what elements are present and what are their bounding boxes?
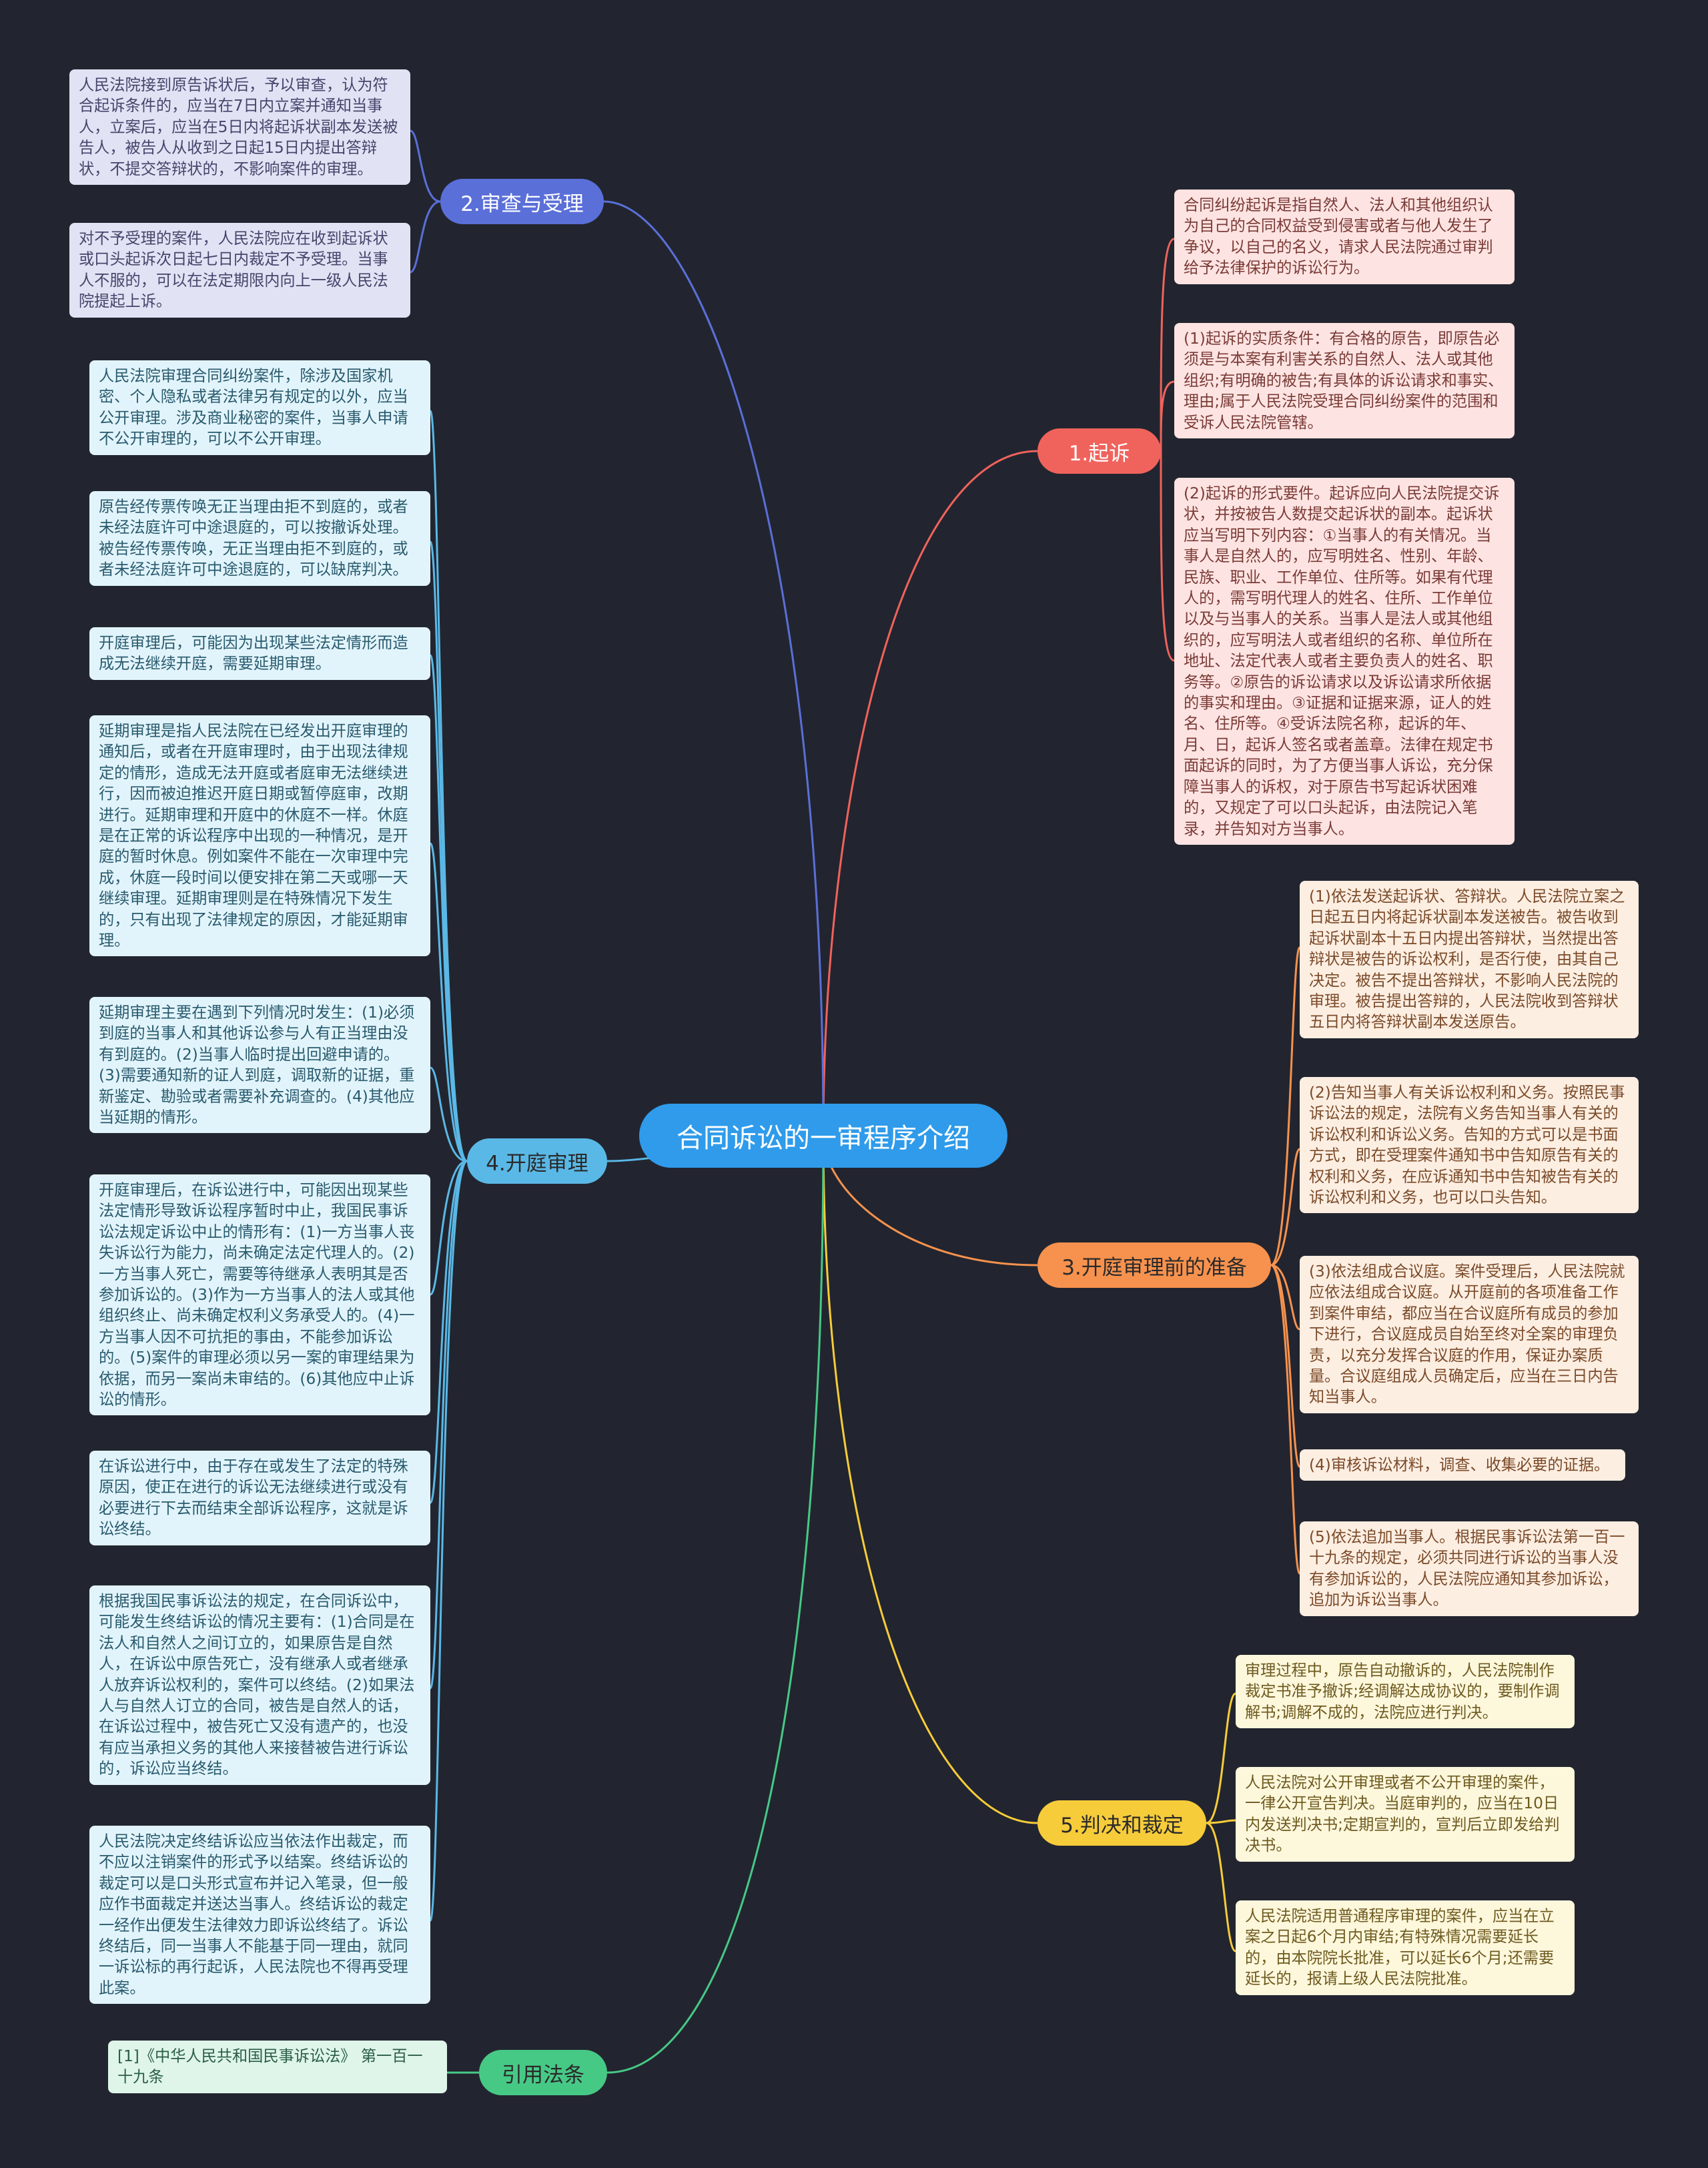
hearing-absence-note[interactable]: 原告经传票传唤无正当理由拒不到庭的，或者未经法庭许可中途退庭的，可以按撤诉处理。… bbox=[89, 491, 430, 586]
hearing-termination-cases-note[interactable]: 根据我国民事诉讼法的规定，在合同诉讼中，可能发生终结诉讼的情况主要有：(1)合同… bbox=[89, 1585, 430, 1785]
review-acceptance-note[interactable]: 人民法院接到原告诉状后，予以审查，认为符合起诉条件的，应当在7日内立案并通知当事… bbox=[69, 69, 410, 186]
hearing-suspension-note[interactable]: 开庭审理后，在诉讼进行中，可能因出现某些法定情形导致诉讼程序暂时中止，我国民事诉… bbox=[89, 1174, 430, 1416]
root-topic[interactable]: 合同诉讼的一审程序介绍 bbox=[639, 1104, 1007, 1168]
branch-cite[interactable]: 引用法条 bbox=[479, 2050, 607, 2095]
review-rejection-note[interactable]: 对不予受理的案件，人民法院应在收到起诉状或口头起诉次日起七日内裁定不予受理。当事… bbox=[69, 223, 410, 318]
hearing-delay-intro-note[interactable]: 开庭审理后，可能因为出现某些法定情形而造成无法继续开庭，需要延期审理。 bbox=[89, 627, 430, 680]
cite-law-note[interactable]: [1]《中华人民共和国民事诉讼法》 第一百一十九条 bbox=[108, 2041, 447, 2093]
verdict-time-limit-note[interactable]: 人民法院适用普通程序审理的案件，应当在立案之日起6个月内审结;有特殊情况需要延长… bbox=[1236, 1900, 1575, 1995]
prep-collegial-panel-note[interactable]: (3)依法组成合议庭。案件受理后，人民法院就应依法组成合议庭。从开庭前的各项准备… bbox=[1300, 1256, 1639, 1413]
verdict-withdrawal-note[interactable]: 审理过程中，原告自动撤诉的，人民法院制作裁定书准予撤诉;经调解达成协议的，要制作… bbox=[1236, 1655, 1575, 1729]
branch-hearing[interactable]: 4.开庭审理 bbox=[467, 1138, 607, 1184]
prep-send-documents-note[interactable]: (1)依法发送起诉状、答辩状。人民法院立案之日起五日内将起诉状副本发送被告。被告… bbox=[1300, 881, 1639, 1038]
prep-inform-rights-note[interactable]: (2)告知当事人有关诉讼权利和义务。按照民事诉讼法的规定，法院有义务告知当事人有… bbox=[1300, 1077, 1639, 1214]
branch-review[interactable]: 2.审查与受理 bbox=[440, 179, 604, 224]
hearing-public-trial-note[interactable]: 人民法院审理合同纠纷案件，除涉及国家机密、个人隐私或者法律另有规定的以外，应当公… bbox=[89, 360, 430, 455]
branch-verdict[interactable]: 5.判决和裁定 bbox=[1037, 1800, 1206, 1846]
filing-definition-note[interactable]: 合同纠纷起诉是指自然人、法人和其他组织认为自己的合同权益受到侵害或者与他人发生了… bbox=[1174, 190, 1515, 284]
filing-substantive-conditions-note[interactable]: (1)起诉的实质条件：有合格的原告，即原告必须是与本案有利害关系的自然人、法人或… bbox=[1174, 323, 1515, 439]
prep-add-parties-note[interactable]: (5)依法追加当事人。根据民事诉讼法第一百一十九条的规定，必须共同进行诉讼的当事… bbox=[1300, 1521, 1639, 1616]
branch-prep[interactable]: 3.开庭审理前的准备 bbox=[1037, 1242, 1271, 1288]
hearing-delay-definition-note[interactable]: 延期审理是指人民法院在已经发出开庭审理的通知后，或者在开庭审理时，由于出现法律规… bbox=[89, 715, 430, 957]
filing-formal-requirements-note[interactable]: (2)起诉的形式要件。起诉应向人民法院提交诉状，并按被告人数提交起诉状的副本。起… bbox=[1174, 478, 1515, 845]
hearing-termination-ruling-note[interactable]: 人民法院决定终结诉讼应当依法作出裁定，而不应以注销案件的形式予以结案。终结诉讼的… bbox=[89, 1826, 430, 2005]
branch-filing[interactable]: 1.起诉 bbox=[1037, 428, 1161, 474]
hearing-delay-cases-note[interactable]: 延期审理主要在遇到下列情况时发生：(1)必须到庭的当事人和其他诉讼参与人有正当理… bbox=[89, 997, 430, 1134]
prep-review-materials-note[interactable]: (4)审核诉讼材料，调查、收集必要的证据。 bbox=[1300, 1449, 1625, 1481]
verdict-announcement-note[interactable]: 人民法院对公开审理或者不公开审理的案件，一律公开宣告判决。当庭审判的，应当在10… bbox=[1236, 1767, 1575, 1862]
hearing-termination-definition-note[interactable]: 在诉讼进行中，由于存在或发生了法定的特殊原因，使正在进行的诉讼无法继续进行或没有… bbox=[89, 1451, 430, 1545]
